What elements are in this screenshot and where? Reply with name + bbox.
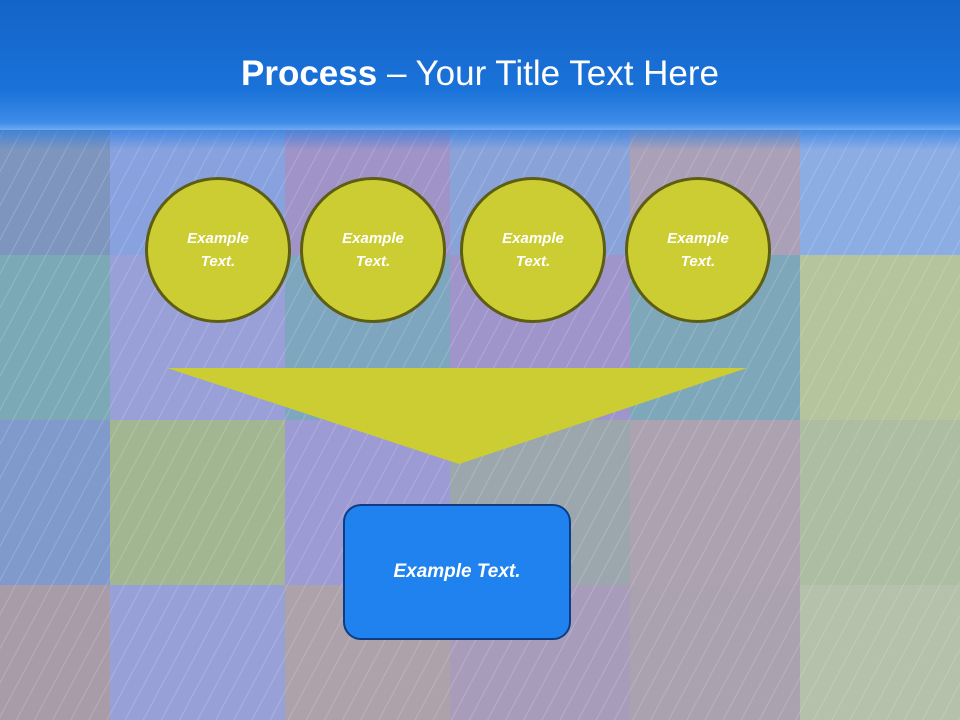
slide-title: Process – Your Title Text Here — [0, 50, 960, 98]
title-bold: Process — [241, 54, 378, 93]
result-box[interactable]: Example Text. — [343, 504, 571, 640]
title-rest: – Your Title Text Here — [377, 54, 719, 93]
result-label: Example Text. — [393, 561, 521, 582]
title-band — [0, 0, 960, 150]
